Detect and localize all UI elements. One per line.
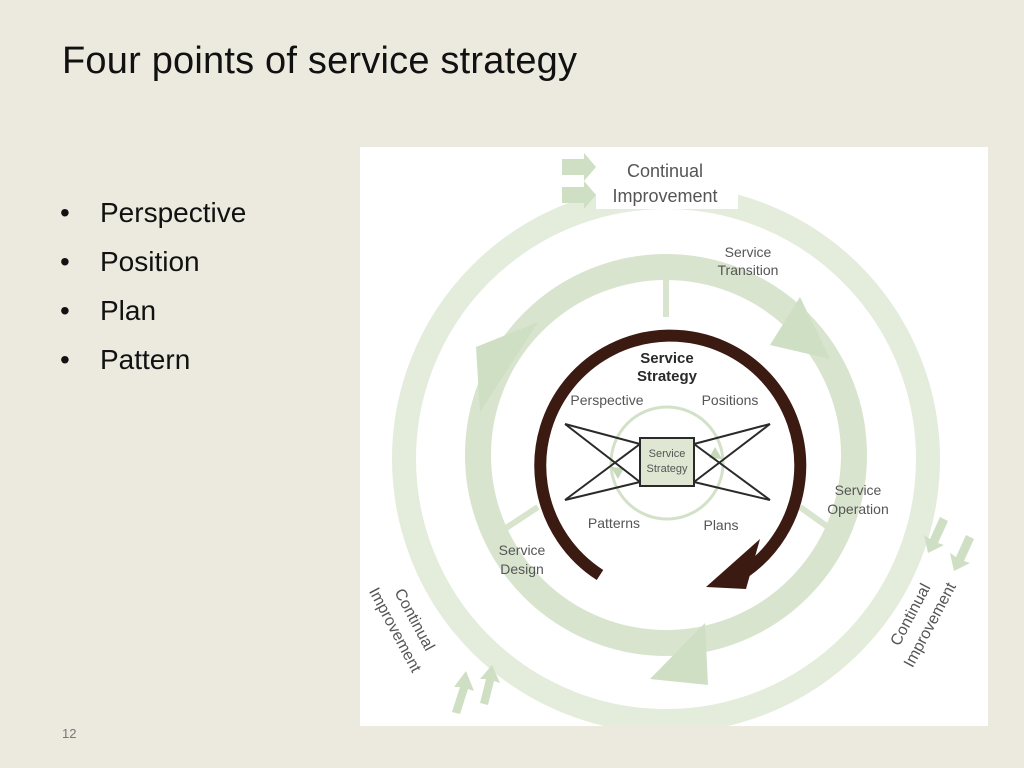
- bullet-item-pattern: Pattern: [58, 335, 246, 384]
- center-strategy-box: [639, 437, 695, 487]
- patterns-label: Patterns: [588, 515, 640, 531]
- inner-cycle: [609, 405, 725, 521]
- page-number: 12: [62, 726, 77, 741]
- ci-top-line1: Continual: [627, 161, 703, 181]
- operation-arrowhead: [650, 623, 708, 685]
- service-design-line2: Design: [500, 561, 544, 577]
- inner-cycle-arrow-right: [709, 447, 722, 459]
- inner-cycle-arrow-left: [611, 467, 624, 479]
- spoke-right: [798, 504, 837, 535]
- center-box-line2: Strategy: [647, 463, 688, 475]
- ci-top-line2: Improvement: [612, 186, 717, 206]
- continual-improvement-arrows-right: [924, 517, 974, 571]
- spoke-left: [498, 504, 540, 535]
- service-strategy-line1: Service: [640, 350, 693, 367]
- continual-improvement-arrows-top: [562, 153, 596, 209]
- bullet-item-plan: Plan: [58, 286, 246, 335]
- positions-label: Positions: [702, 392, 759, 408]
- slide-title: Four points of service strategy: [62, 40, 578, 82]
- strategy-core-arrowhead: [706, 539, 760, 589]
- four-p-connectors: [564, 423, 771, 501]
- design-arrowhead: [476, 322, 538, 412]
- service-transition-line2: Transition: [718, 262, 779, 278]
- bullet-item-perspective: Perspective: [58, 188, 246, 237]
- service-design-line1: Service: [499, 542, 546, 558]
- center-box-line1: Service: [649, 448, 686, 460]
- plans-label: Plans: [703, 517, 738, 533]
- service-lifecycle-diagram: Continual Improvement Continual Improvem…: [360, 147, 988, 726]
- transition-arrowhead: [770, 297, 830, 359]
- service-operation-line1: Service: [835, 482, 882, 498]
- bullet-list: Perspective Position Plan Pattern: [58, 188, 246, 384]
- strategy-core-arc: [534, 329, 807, 581]
- perspective-label: Perspective: [570, 392, 643, 408]
- service-strategy-line2: Strategy: [637, 368, 698, 385]
- service-operation-line2: Operation: [827, 501, 888, 517]
- continual-improvement-arrows-left: [452, 665, 500, 714]
- bullet-item-position: Position: [58, 237, 246, 286]
- diagram-svg: Continual Improvement Continual Improvem…: [365, 153, 974, 726]
- service-transition-line1: Service: [725, 244, 772, 260]
- ci-top-bg: [596, 157, 738, 209]
